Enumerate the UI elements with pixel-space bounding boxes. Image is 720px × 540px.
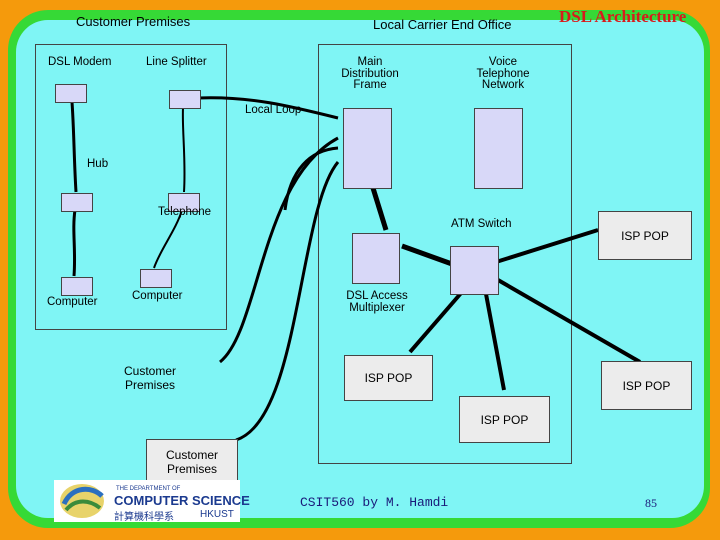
line-splitter-label: Line Splitter (146, 56, 207, 68)
isp-pop-bottom: ISP POP (459, 396, 550, 443)
hub-label: Hub (87, 158, 109, 170)
wire-hub-to-computer-left (72, 209, 77, 277)
logo-dept-line: THE DEPARTMENT OF (116, 486, 181, 492)
wire-dslam-to-atm (401, 243, 453, 267)
wire-splitter-to-mdf-1 (197, 96, 339, 120)
customer-premises-heading: Customer Premises (76, 14, 191, 29)
logo-emblem-icon (60, 484, 104, 518)
wire-atm-to-isp-right-top (495, 228, 599, 264)
dsl-modem-device (55, 84, 87, 103)
wire-customer2-to-mdf (219, 136, 339, 364)
telephone-device (168, 193, 200, 212)
computer-left-device (61, 277, 93, 296)
isp-pop-middle: ISP POP (344, 355, 433, 401)
wire-atm-to-isp-bottom (484, 293, 506, 391)
dslam-device (352, 233, 400, 284)
wire-atm-to-isp-right-bottom (496, 278, 642, 364)
wire-splitter-to-telephone (181, 107, 186, 193)
local-loop-label: Local Loop (245, 104, 302, 116)
slide-title: DSL Architecture (559, 7, 687, 26)
dsl-modem-label: DSL Modem (48, 56, 112, 68)
computer-right-device (140, 269, 172, 288)
computer-right-label: Computer (132, 290, 183, 302)
department-logo: THE DEPARTMENT OF COMPUTER SCIENCE 計算機科學… (54, 480, 250, 523)
wire-dslam-to-isp-middle (408, 290, 464, 354)
customer-premises-2-box: Customer Premises (105, 355, 195, 401)
isp-pop-right-bottom: ISP POP (601, 361, 692, 410)
local-carrier-heading: Local Carrier End Office (373, 17, 512, 32)
logo-chinese-line: 計算機科學系 (114, 512, 174, 523)
logo-name-line: COMPUTER SCIENCE (114, 493, 250, 508)
wire-customer3-to-mdf (235, 161, 340, 442)
voice-network-label: Voice Telephone Network (476, 56, 530, 91)
atm-switch-label: ATM Switch (451, 218, 512, 230)
page-number: 85 (645, 496, 657, 510)
customer-premises-3-box: Customer Premises (146, 439, 238, 484)
wire-customer2-to-mdf-b (283, 146, 339, 211)
hub-device (61, 193, 93, 212)
computer-left-label: Computer (47, 296, 98, 308)
wire-mdf-to-dslam (370, 187, 389, 231)
isp-pop-right-top: ISP POP (598, 211, 692, 260)
telephone-label: Telephone (158, 206, 212, 218)
wire-modem-to-hub (70, 101, 78, 193)
wire-telephone-to-computer-right (153, 209, 183, 269)
mdf-label: Main Distribution Frame (341, 56, 399, 91)
dslam-label: DSL Access Multiplexer (346, 290, 408, 314)
logo-org-line: HKUST (200, 509, 234, 520)
main-distribution-frame-device (343, 108, 392, 189)
atm-switch-device (450, 246, 499, 295)
footer-credit: CSIT560 by M. Hamdi (300, 495, 449, 510)
voice-telephone-network-device (474, 108, 523, 189)
line-splitter-device (169, 90, 201, 109)
